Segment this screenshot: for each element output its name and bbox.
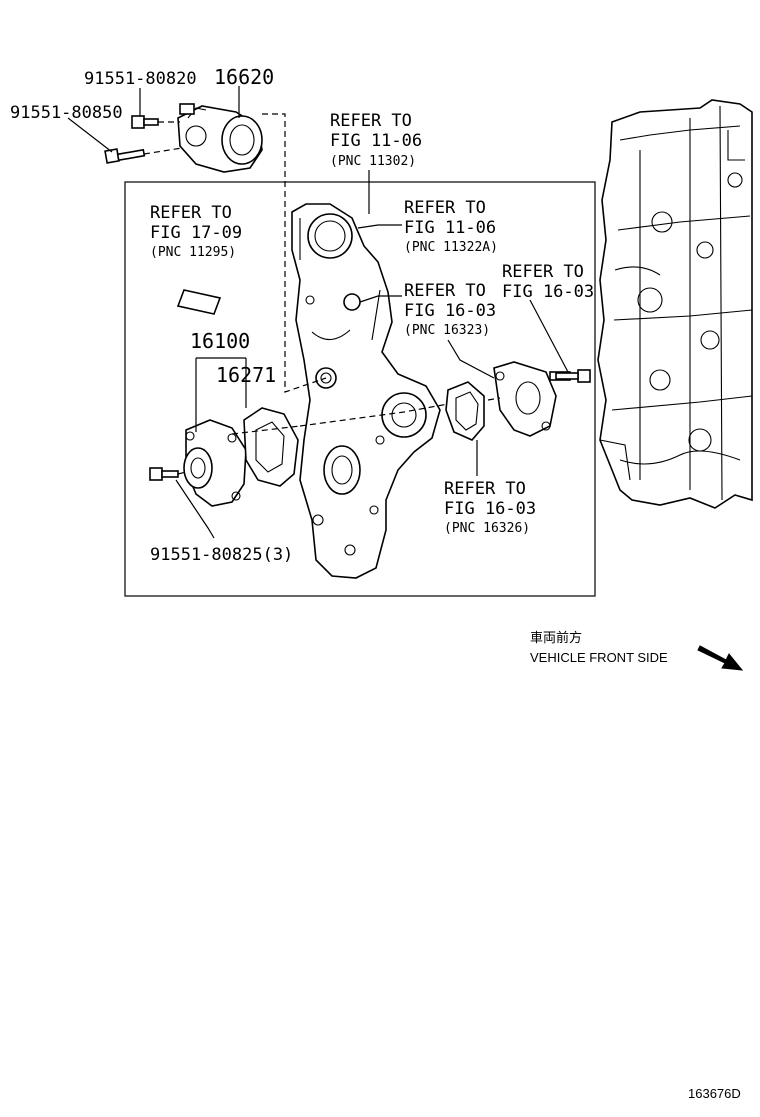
ref-inlet-pnc: (PNC 16323) — [404, 323, 490, 338]
ref-cover-pnc: (PNC 11302) — [330, 154, 416, 169]
orientation-en: VEHICLE FRONT SIDE — [530, 650, 668, 665]
label-water-pump: 16100 — [190, 329, 250, 353]
label-bolt-bottom: 91551-80825(3) — [150, 545, 293, 565]
group-frame — [124, 181, 596, 597]
ref-oilseal-line1: REFER TO — [404, 198, 486, 218]
diagram-id: 163676D — [688, 1086, 741, 1101]
ref-gasket2-line1: REFER TO — [444, 479, 526, 499]
ref-bolt-line2: FIG 16-03 — [502, 282, 594, 302]
ref-oilseal-pnc: (PNC 11322A) — [404, 240, 498, 255]
ref-inlet-line2: FIG 16-03 — [404, 301, 496, 321]
bolt-91551-80850-illustration — [104, 148, 146, 164]
engine-block-illustration — [597, 99, 753, 509]
label-tensioner: 16620 — [214, 65, 274, 89]
label-gasket: 16271 — [216, 363, 276, 387]
ref-seal-line2: FIG 17-09 — [150, 223, 242, 243]
inlet-bolt-illustration — [555, 369, 591, 383]
gasket-16326 — [445, 381, 485, 441]
ref-cover-line1: REFER TO — [330, 111, 412, 131]
ref-seal-line1: REFER TO — [150, 203, 232, 223]
timing-chain-cover — [291, 203, 441, 579]
bolt-91551-80820-illustration — [131, 115, 159, 129]
label-sticker-11295 — [176, 289, 222, 315]
label-bolt-top: 91551-80820 — [84, 69, 197, 89]
ref-oilseal-line2: FIG 11-06 — [404, 218, 496, 238]
ref-gasket2-pnc: (PNC 16326) — [444, 521, 530, 536]
label-bolt-left: 91551-80850 — [10, 103, 123, 123]
ref-inlet-line1: REFER TO — [404, 281, 486, 301]
front-arrow-icon — [697, 645, 744, 671]
bolt-91551-80825-illustration — [149, 467, 179, 481]
tensioner-16620 — [177, 103, 263, 173]
water-pump-16100 — [183, 419, 247, 507]
ref-gasket2-line2: FIG 16-03 — [444, 499, 536, 519]
gasket-16271 — [243, 407, 299, 487]
orientation-jp: 車両前方 — [530, 630, 582, 645]
ref-cover-line2: FIG 11-06 — [330, 131, 422, 151]
ref-seal-pnc: (PNC 11295) — [150, 245, 236, 260]
ref-bolt-line1: REFER TO — [502, 262, 584, 282]
